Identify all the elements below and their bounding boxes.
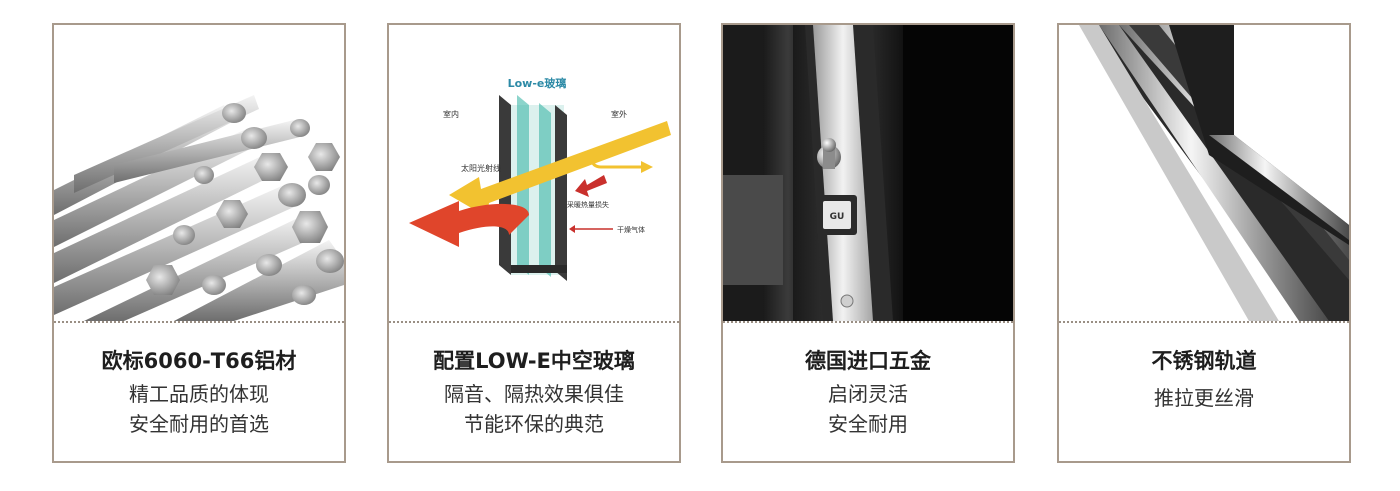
hardware-image: GU: [723, 25, 1013, 321]
heat-loss-label: 采暖热量损失: [567, 200, 609, 209]
card-line: 推拉更丝滑: [1154, 386, 1254, 410]
card-line: 隔音、隔热效果俱佳: [444, 382, 624, 406]
lowe-glass-diagram: Low-e玻璃 室内 室外 太阳光射线 采暖热量损失 干燥气体: [389, 25, 679, 321]
feature-card-aluminum: 欧标6060-T66铝材 精工品质的体现 安全耐用的首选: [52, 23, 346, 463]
card-line: 精工品质的体现: [129, 382, 269, 406]
sunlight-label: 太阳光射线: [461, 163, 501, 173]
card-title: 欧标6060-T66铝材: [101, 349, 297, 373]
card-title: 不锈钢轨道: [1151, 349, 1257, 373]
card-text: 配置LOW-E中空玻璃 隔音、隔热效果俱佳 节能环保的典范: [389, 347, 679, 439]
glass-label: Low-e玻璃: [508, 76, 567, 90]
feature-card-hardware: GU 德国进口五金 启闭灵活 安全耐用: [721, 23, 1015, 463]
track-image: [1059, 25, 1349, 321]
outdoor-label: 室外: [611, 109, 627, 119]
card-text: 不锈钢轨道 推拉更丝滑: [1059, 347, 1349, 413]
card-title: 德国进口五金: [805, 349, 931, 373]
dry-gas-label: 干燥气体: [617, 225, 645, 234]
card-line: 节能环保的典范: [464, 412, 604, 436]
hardware-badge: GU: [830, 212, 845, 222]
feature-card-lowe-glass: Low-e玻璃 室内 室外 太阳光射线 采暖热量损失 干燥气体: [387, 23, 681, 463]
indoor-label: 室内: [443, 109, 459, 119]
aluminum-rods-image: [54, 25, 344, 321]
card-divider: [389, 321, 679, 323]
card-divider: [1059, 321, 1349, 323]
feature-card-track: 不锈钢轨道 推拉更丝滑: [1057, 23, 1351, 463]
card-text: 欧标6060-T66铝材 精工品质的体现 安全耐用的首选: [54, 347, 344, 439]
card-divider: [54, 321, 344, 323]
card-title: 配置LOW-E中空玻璃: [433, 349, 635, 373]
card-line: 安全耐用的首选: [129, 412, 269, 436]
card-line: 安全耐用: [828, 412, 908, 436]
card-line: 启闭灵活: [828, 382, 908, 406]
card-divider: [723, 321, 1013, 323]
card-text: 德国进口五金 启闭灵活 安全耐用: [723, 347, 1013, 439]
